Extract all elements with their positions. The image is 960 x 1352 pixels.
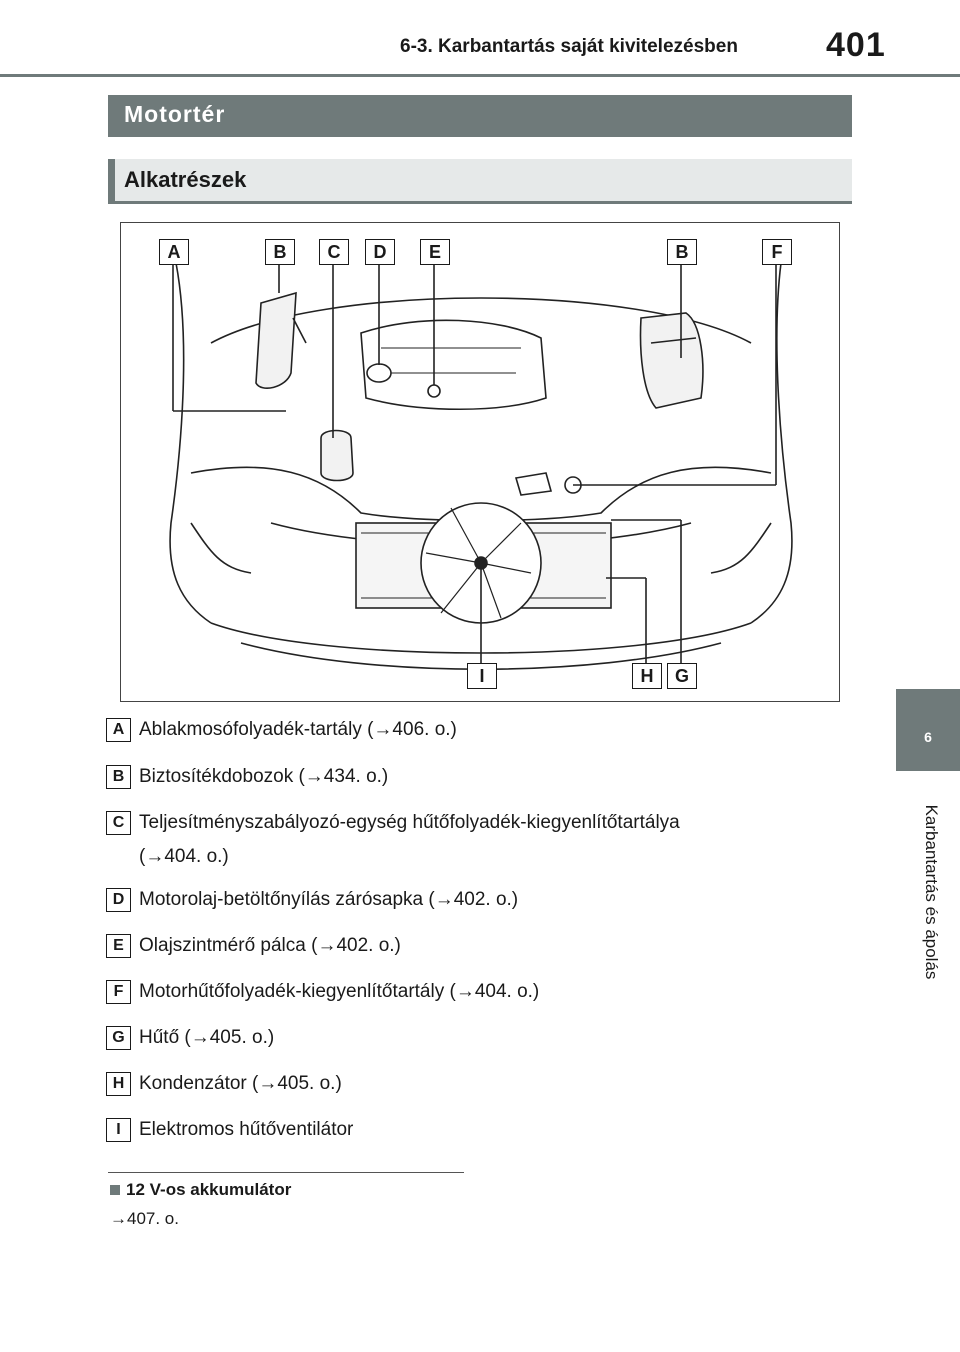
item-key: D — [106, 888, 131, 912]
section-title: Motortér — [124, 101, 226, 127]
chapter-label: Karbantartás és ápolás — [922, 804, 941, 980]
item-text: Hűtő (→405. o.) — [139, 1027, 275, 1048]
subsection-title: Alkatrészek — [124, 167, 247, 192]
item-text: Kondenzátor (→405. o.) — [139, 1073, 342, 1094]
chapter-label-container: Karbantartás és ápolás — [896, 782, 960, 1012]
item-text: Biztosítékdobozok (→434. o.) — [139, 766, 389, 787]
item-key: F — [106, 980, 131, 1004]
chapter-number: 6 — [924, 729, 932, 745]
item-text-continued: (→404. o.) — [139, 846, 229, 867]
item-key: H — [106, 1072, 131, 1096]
subsection-heading: Alkatrészek — [108, 159, 852, 204]
item-text: Ablakmosófolyadék-tartály (→406. o.) — [139, 719, 457, 740]
item-key: B — [106, 765, 131, 789]
item-key: E — [106, 934, 131, 958]
marker-b-left: B — [265, 239, 295, 265]
chapter-tab: 6 — [896, 689, 960, 771]
item-text: Motorhűtőfolyadék-kiegyenlítőtartály (→4… — [139, 981, 540, 1002]
item-text: Olajszintmérő pálca (→402. o.) — [139, 935, 401, 956]
square-bullet-icon — [110, 1185, 120, 1195]
footer-divider — [108, 1172, 464, 1173]
battery-heading: 12 V-os akkumulátor — [110, 1180, 291, 1200]
item-text: Motorolaj-betöltőnyílás zárósapka (→402.… — [139, 889, 519, 910]
item-text: Elektromos hűtőventilátor — [139, 1119, 354, 1140]
marker-b-right: B — [667, 239, 697, 265]
marker-f: F — [762, 239, 792, 265]
marker-i: I — [467, 663, 497, 689]
marker-c: C — [319, 239, 349, 265]
marker-e: E — [420, 239, 450, 265]
engine-compartment-diagram: A B C D E B F I H G — [120, 222, 840, 702]
battery-title: 12 V-os akkumulátor — [126, 1180, 292, 1199]
marker-g: G — [667, 663, 697, 689]
page-number: 401 — [826, 26, 886, 64]
section-heading: Motortér — [108, 95, 852, 137]
engine-drawing — [169, 262, 793, 671]
subsection-accent — [108, 159, 115, 204]
item-key: I — [106, 1118, 131, 1142]
item-key: G — [106, 1026, 131, 1050]
item-key: C — [106, 811, 131, 835]
item-key: A — [106, 718, 131, 742]
battery-reference: →407. o. — [110, 1209, 179, 1228]
item-text: Teljesítményszabályozó-egység hűtőfolyad… — [139, 812, 680, 833]
marker-d: D — [365, 239, 395, 265]
marker-a: A — [159, 239, 189, 265]
header-rule — [0, 74, 960, 77]
marker-h: H — [632, 663, 662, 689]
header-title: 6-3. Karbantartás saját kivitelezésben — [400, 36, 738, 57]
